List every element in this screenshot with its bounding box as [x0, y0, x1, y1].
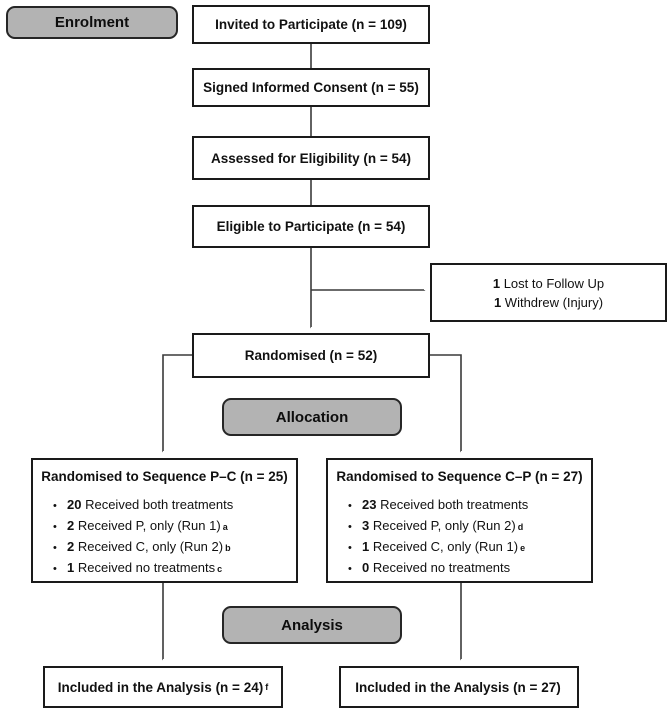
bullet-count: 2 [67, 539, 75, 554]
bullet-text: Received C, only (Run 1) [369, 539, 519, 554]
exclusion-count: 1 [492, 275, 501, 291]
bullet-text: Received C, only (Run 2) [74, 539, 224, 554]
bullet-icon: • [348, 521, 352, 533]
arrow-randomised-right [430, 354, 462, 451]
bullet-count: 1 [362, 539, 370, 554]
bullet-count: 23 [362, 497, 377, 512]
list-item: •2 Received P, only (Run 1)a [41, 516, 288, 537]
list-item: •3 Received P, only (Run 2)d [336, 516, 583, 537]
exclusion-text: Withdrew (Injury) [501, 294, 604, 310]
consent-box: Signed Informed Consent (n = 55) [192, 68, 430, 107]
exclusion-text: Lost to Follow Up [500, 275, 605, 291]
exclusion-count: 1 [493, 294, 502, 310]
bullet-text: Received P, only (Run 1) [74, 518, 221, 533]
analysis-left-label: Included in the Analysis (n = 24) [57, 679, 264, 695]
bullet-icon: • [348, 542, 352, 554]
bullet-icon: • [348, 563, 352, 575]
list-item: • 23 Received both treatments [336, 495, 583, 516]
exclusion-line: 1 Lost to Follow Up [493, 274, 604, 293]
bullet-text: Received both treatments [81, 497, 234, 512]
sequence-cp-title: Randomised to Sequence C–P (n = 27) [336, 469, 583, 484]
bullet-text: Received no treatments [369, 560, 511, 575]
bullet-icon: • [53, 563, 57, 575]
exclusion-line: 1 Withdrew (Injury) [494, 293, 603, 312]
analysis-badge: Analysis [222, 606, 402, 644]
analysis-left-box: Included in the Analysis (n = 24)f [43, 666, 283, 708]
randomised-box: Randomised (n = 52) [192, 333, 430, 378]
analysis-right-box: Included in the Analysis (n = 27) [339, 666, 579, 708]
invited-box: Invited to Participate (n = 109) [192, 5, 430, 44]
bullet-count: 0 [362, 560, 370, 575]
enrolment-badge: Enrolment [6, 6, 178, 39]
assessed-box: Assessed for Eligibility (n = 54) [192, 136, 430, 180]
sequence-pc-title: Randomised to Sequence P–C (n = 25) [41, 469, 288, 484]
eligible-box: Eligible to Participate (n = 54) [192, 205, 430, 248]
bullet-icon: • [53, 521, 57, 533]
list-item: • 20 Received both treatments [41, 495, 288, 516]
bullet-icon: • [53, 542, 57, 554]
allocation-badge: Allocation [222, 398, 402, 436]
bullet-text: Received both treatments [376, 497, 529, 512]
analysis-right-label: Included in the Analysis (n = 27) [355, 679, 561, 695]
exclusions-box: 1 Lost to Follow Up 1 Withdrew (Injury) [430, 263, 667, 322]
sequence-pc-box: Randomised to Sequence P–C (n = 25) • 20 … [31, 458, 298, 583]
bullet-count: 20 [67, 497, 82, 512]
bullet-count: 1 [67, 560, 75, 575]
bullet-icon: • [53, 500, 57, 512]
bullet-icon: • [348, 500, 352, 512]
bullet-text: Received P, only (Run 2) [369, 518, 516, 533]
arrow-randomised-left [163, 354, 192, 451]
bullet-count: 2 [67, 518, 75, 533]
list-item: •1 Received C, only (Run 1)e [336, 537, 583, 558]
sequence-cp-box: Randomised to Sequence C–P (n = 27) • 23 … [326, 458, 593, 583]
bullet-count: 3 [362, 518, 370, 533]
list-item: •2 Received C, only (Run 2)b [41, 537, 288, 558]
bullet-text: Received no treatments [74, 560, 216, 575]
list-item: • 0 Received no treatments [336, 558, 583, 579]
